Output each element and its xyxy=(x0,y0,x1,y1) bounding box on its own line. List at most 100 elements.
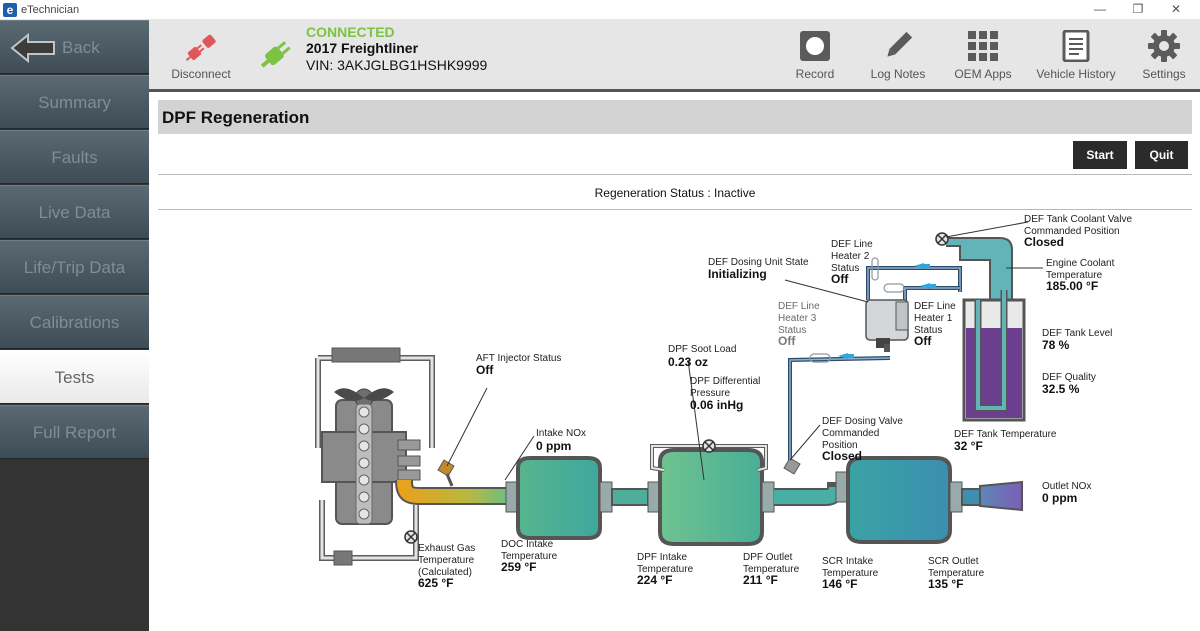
def-tank-temp-label: DEF Tank Temperature xyxy=(954,429,1057,440)
oem-apps-label: OEM Apps xyxy=(954,67,1012,81)
def-dosing-unit-value: Initializing xyxy=(708,267,767,281)
start-button[interactable]: Start xyxy=(1073,141,1127,169)
document-icon xyxy=(1062,30,1090,62)
log-notes-button[interactable]: Log Notes xyxy=(863,20,933,92)
quit-button[interactable]: Quit xyxy=(1135,141,1188,169)
pencil-icon xyxy=(887,31,913,57)
dpf-soot-load-value: 0.23 oz xyxy=(668,355,708,369)
def-line-heater-1-label: DEF Line xyxy=(914,301,956,312)
def-coolant-valve-value: Closed xyxy=(1024,235,1064,249)
vehicle-history-label: Vehicle History xyxy=(1036,67,1116,81)
toolbar: Disconnect CONNECTED 2017 Freightliner V… xyxy=(149,20,1200,92)
page-title: DPF Regeneration xyxy=(162,108,310,127)
def-line-heater-3-label: Status xyxy=(778,325,806,336)
dpf-diff-pressure-label: DPF Differential xyxy=(690,376,760,387)
settings-button[interactable]: Settings xyxy=(1131,20,1197,92)
dpf-intake-temp-label: DPF Intake xyxy=(637,552,687,563)
aftertreatment-diagram: AFT Injector Status Off Intake NOx 0 ppm… xyxy=(315,214,1132,591)
intake-nox-value: 0 ppm xyxy=(536,439,571,453)
def-line-heater-1-value: Off xyxy=(914,334,932,348)
def-dosing-valve-label: DEF Dosing Valve xyxy=(822,416,903,427)
window-title: eTechnician xyxy=(21,4,80,16)
record-label: Record xyxy=(795,67,835,81)
exhaust-gas-temp-label: Exhaust Gas xyxy=(418,543,475,554)
doc-intake-temp-value: 259 °F xyxy=(501,560,536,574)
record-button[interactable]: Record xyxy=(780,20,850,92)
def-line-heater-3-value: Off xyxy=(778,334,796,348)
sidebar: Back Summary Faults Live Data Life/Trip … xyxy=(0,20,149,631)
def-line-heater-2-label: Status xyxy=(831,263,859,274)
vehicle-vin: VIN: 3AKJGLBG1HSHK9999 xyxy=(306,57,488,73)
close-icon[interactable]: ✕ xyxy=(1170,2,1182,16)
outlet-nox-label: Outlet NOx xyxy=(1042,481,1091,492)
scr-outlet-temp-value: 135 °F xyxy=(928,577,963,591)
app-grid-icon xyxy=(968,31,998,61)
dpf-soot-load-label: DPF Soot Load xyxy=(668,344,736,355)
sidebar-item-calibrations[interactable]: Calibrations xyxy=(0,295,149,349)
def-coolant-valve-label: DEF Tank Coolant Valve xyxy=(1024,214,1132,225)
sidebar-item-summary[interactable]: Summary xyxy=(0,75,149,129)
sidebar-item-back[interactable]: Back xyxy=(0,20,149,74)
engine-coolant-temp-value: 185.00 °F xyxy=(1046,279,1098,293)
restore-icon[interactable]: ❐ xyxy=(1132,2,1144,16)
engine-coolant-temp-label: Engine Coolant xyxy=(1046,258,1115,269)
def-coolant-valve-label: Commanded Position xyxy=(1024,226,1120,237)
def-line-heater-3-label: DEF Line xyxy=(778,301,820,312)
def-dosing-valve-label: Commanded xyxy=(822,428,879,439)
def-line-heater-2-label: DEF Line xyxy=(831,239,873,250)
divider xyxy=(158,174,1192,175)
page-header: DPF Regeneration xyxy=(158,100,1192,134)
divider xyxy=(158,209,1192,210)
sidebar-item-life-trip-data[interactable]: Life/Trip Data xyxy=(0,240,149,294)
dpf-diff-pressure-value: 0.06 inHg xyxy=(690,398,743,412)
scr-intake-temp-label: SCR Intake xyxy=(822,556,874,567)
dpf-canister xyxy=(658,448,764,546)
sidebar-item-label: Back xyxy=(62,38,100,57)
scr-outlet-temp-label: Temperature xyxy=(928,568,985,579)
def-dosing-unit xyxy=(865,299,909,352)
def-dosing-unit-label: DEF Dosing Unit State xyxy=(708,257,809,268)
dpf-diff-pressure-label: Pressure xyxy=(690,388,730,399)
outlet-nox-value: 0 ppm xyxy=(1042,491,1077,505)
dpf-intake-temp-label: Temperature xyxy=(637,564,694,575)
disconnect-plug-icon xyxy=(185,34,216,61)
sidebar-item-live-data[interactable]: Live Data xyxy=(0,185,149,239)
disconnect-button[interactable]: Disconnect xyxy=(163,20,239,92)
vehicle-name: 2017 Freightliner xyxy=(306,40,419,56)
def-dosing-valve-label: Position xyxy=(822,440,858,451)
sidebar-item-full-report[interactable]: Full Report xyxy=(0,405,149,459)
vehicle-history-button[interactable]: Vehicle History xyxy=(1033,20,1119,92)
dpf-outlet-temp-label: Temperature xyxy=(743,564,800,575)
scr-canister xyxy=(846,456,952,544)
dpf-outlet-temp-label: DPF Outlet xyxy=(743,552,793,563)
back-arrow-icon xyxy=(10,33,55,63)
def-tank-level-value: 78 % xyxy=(1042,338,1070,352)
regeneration-status: Regeneration Status : Inactive xyxy=(594,186,756,200)
def-line-heater-3-label: Heater 3 xyxy=(778,313,817,324)
engine xyxy=(315,347,435,566)
exhaust-gas-temp-label: Temperature xyxy=(418,555,475,566)
def-line-heater-1-label: Status xyxy=(914,325,942,336)
scr-intake-temp-label: Temperature xyxy=(822,568,879,579)
doc-intake-temp-label: DOC Intake xyxy=(501,539,554,550)
dpf-intake-temp-value: 224 °F xyxy=(637,573,672,587)
outlet-tailpipe xyxy=(979,480,1023,512)
scr-outlet-temp-label: SCR Outlet xyxy=(928,556,979,567)
settings-label: Settings xyxy=(1142,67,1186,81)
oem-apps-button[interactable]: OEM Apps xyxy=(947,20,1019,92)
intake-nox-label: Intake NOx xyxy=(536,428,586,439)
def-line-heater-2-label: Heater 2 xyxy=(831,251,870,262)
doc-intake-temp-label: Temperature xyxy=(501,551,558,562)
def-line-heater-1-label: Heater 1 xyxy=(914,313,953,324)
sidebar-item-faults[interactable]: Faults xyxy=(0,130,149,184)
app-logo: e xyxy=(3,3,17,17)
connected-plug-icon xyxy=(260,41,291,68)
sidebar-item-tests[interactable]: Tests xyxy=(0,350,149,404)
exhaust-gas-temp-value: 625 °F xyxy=(418,576,453,590)
title-bar: e eTechnician — ❐ ✕ xyxy=(0,0,1200,20)
def-tank-temp-value: 32 °F xyxy=(954,439,983,453)
disconnect-label: Disconnect xyxy=(171,67,231,81)
minimize-icon[interactable]: — xyxy=(1094,2,1106,16)
exhaust-gas-temp-label: (Calculated) xyxy=(418,567,472,578)
engine-coolant-temp-label: Temperature xyxy=(1046,270,1103,281)
